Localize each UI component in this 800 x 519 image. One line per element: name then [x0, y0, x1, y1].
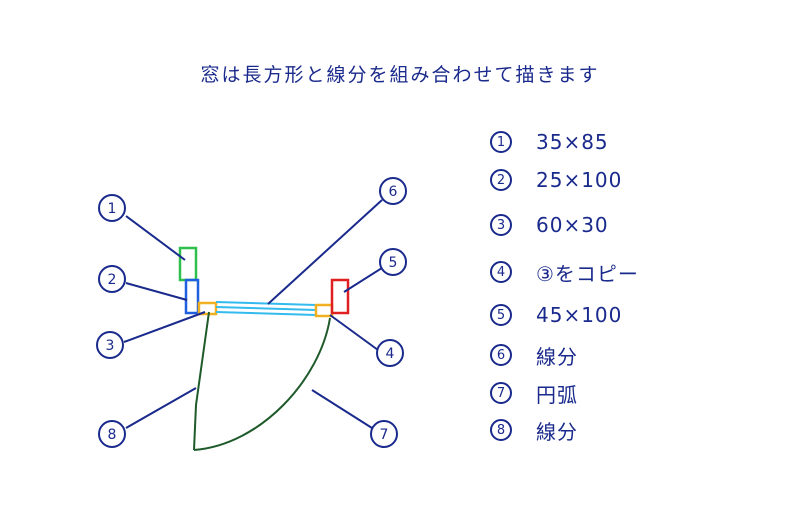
legend-text: 35×85: [536, 130, 609, 154]
callout-4: 4: [376, 339, 404, 367]
callout-label: 3: [106, 338, 115, 354]
legend-text: 25×100: [536, 168, 623, 192]
legend-text: ③をコピー: [536, 261, 639, 286]
legend-item: 3 60×30: [490, 210, 609, 240]
callout-label: 2: [108, 272, 117, 288]
legend-item: 4 ③をコピー: [490, 257, 639, 287]
callout-1: 1: [98, 194, 126, 222]
legend-number: 6: [490, 344, 512, 366]
legend-number: 5: [490, 304, 512, 326]
callout-label: 4: [386, 346, 395, 362]
callout-6: 6: [379, 177, 407, 205]
legend-item: 8 線分: [490, 415, 578, 445]
legend-number: 4: [490, 261, 512, 283]
callout-3: 3: [96, 331, 124, 359]
callout-label: 6: [389, 184, 398, 200]
legend-text: 45×100: [536, 303, 623, 327]
legend-number: 1: [490, 131, 512, 153]
diagram-title: 窓は長方形と線分を組み合わせて描きます: [200, 64, 600, 86]
legend-item: 6 線分: [490, 340, 578, 370]
callout-5: 5: [379, 248, 407, 276]
callout-2: 2: [98, 265, 126, 293]
legend-text: 線分: [536, 419, 578, 444]
legend-text: 円弧: [536, 382, 578, 407]
legend-item: 1 35×85: [490, 127, 609, 157]
legend-text: 線分: [536, 344, 578, 369]
callout-label: 7: [380, 427, 389, 443]
legend-number: 2: [490, 169, 512, 191]
callout-label: 8: [108, 427, 117, 443]
legend-text: 60×30: [536, 213, 609, 237]
callout-8: 8: [98, 420, 126, 448]
callout-label: 1: [108, 201, 117, 217]
leader-lines: [123, 199, 383, 429]
legend-item: 2 25×100: [490, 165, 622, 195]
part-6-lines: [215, 301, 317, 316]
legend-number: 8: [490, 419, 512, 441]
part-5-rectangle: [330, 278, 350, 315]
part-7-arc: [193, 317, 331, 451]
legend-item: 7 円弧: [490, 378, 578, 408]
part-4-rectangle: [314, 303, 334, 318]
legend-item: 5 45×100: [490, 300, 622, 330]
part-8-line-segment: [193, 311, 210, 451]
part-1-rectangle: [178, 246, 198, 282]
callout-label: 5: [389, 255, 398, 271]
part-3-rectangle: [197, 301, 218, 316]
callout-7: 7: [370, 420, 398, 448]
legend-number: 7: [490, 382, 512, 404]
legend-number: 3: [490, 214, 512, 236]
part-2-rectangle: [184, 278, 200, 315]
